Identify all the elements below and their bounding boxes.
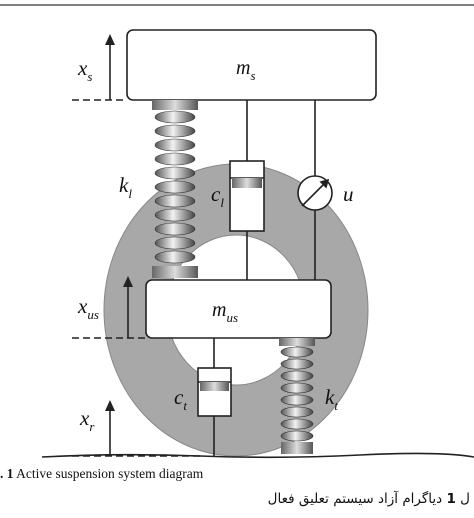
label-mus: mus: [212, 299, 238, 325]
label-kt: kt: [325, 385, 338, 413]
label-cl: cl: [211, 182, 224, 210]
label-xs: xs: [77, 56, 92, 84]
caption-persian: ل 1 دیاگرام آزاد سیستم تعلیق فعال: [267, 491, 470, 507]
label-u: u: [343, 182, 354, 206]
suspension-diagram: ms mus xs xus xr kl cl u ct kt: [0, 4, 474, 459]
caption-english: . 1 Active suspension system diagram: [0, 466, 204, 481]
unsprung-mass-box: [145, 279, 332, 339]
label-ct: ct: [174, 385, 187, 413]
label-kl: kl: [119, 173, 132, 201]
actuator: [297, 100, 333, 280]
suspension-spring: [152, 100, 198, 278]
label-ms: ms: [236, 57, 256, 83]
label-xr: xr: [79, 406, 95, 434]
road-line: [41, 452, 474, 459]
tire-damper: [197, 338, 232, 456]
label-xus: xus: [77, 294, 99, 322]
suspension-damper: [229, 100, 265, 280]
sprung-mass-box: [126, 29, 377, 101]
tire-spring: [279, 338, 315, 454]
